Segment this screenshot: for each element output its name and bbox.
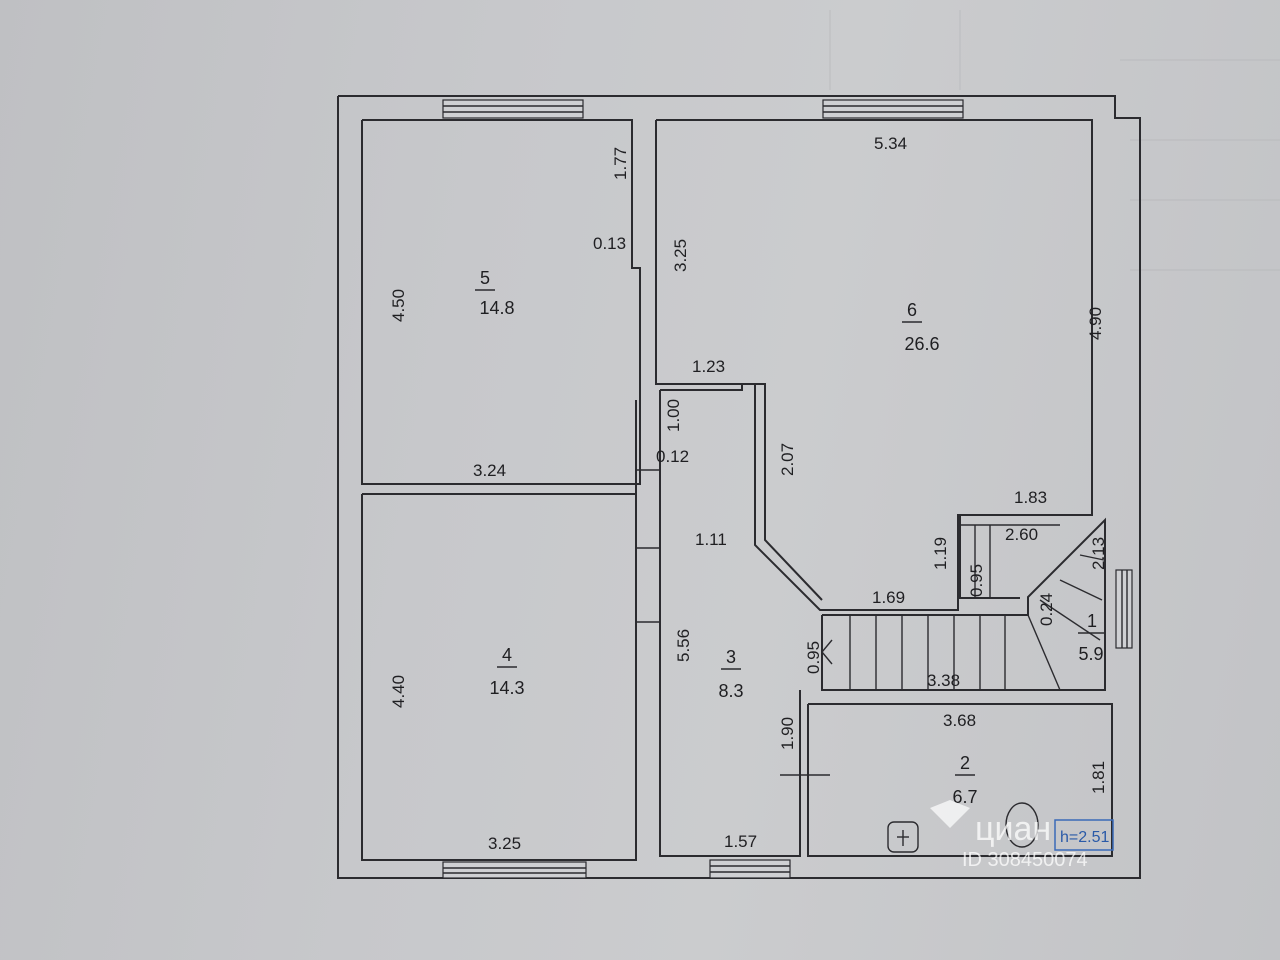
ceiling-height: h=2.51 (1060, 829, 1109, 846)
room-5-area: 14.8 (479, 298, 514, 318)
room-4-area: 14.3 (489, 678, 524, 698)
room-1-number: 1 (1087, 611, 1097, 631)
dim-hall-bottom: 1.57 (724, 832, 757, 851)
dim-r6-step: 1.23 (692, 357, 725, 376)
room-2-number: 2 (960, 753, 970, 773)
dim-r4-height: 4.40 (389, 675, 408, 708)
room-6-number: 6 (907, 300, 917, 320)
dim-r5-top-right: 1.77 (611, 147, 630, 180)
ceiling-height-box: h=2.51 (1054, 819, 1114, 851)
dim-stair-right: 2.13 (1089, 537, 1108, 570)
inner-walls (361, 119, 1113, 861)
dim-r6-left: 3.25 (671, 239, 690, 272)
room-1-area: 5.9 (1078, 644, 1103, 664)
room-5-number: 5 (480, 268, 490, 288)
room-2-area: 6.7 (952, 787, 977, 807)
watermark: циан ID 308450074 (930, 800, 1088, 871)
dim-r4-width: 3.25 (488, 834, 521, 853)
background-table-lines (829, 10, 1280, 271)
stair-treads (821, 554, 1105, 691)
dim-stair-top: 1.83 (1014, 488, 1047, 507)
dim-corr-wall: 0.12 (656, 447, 689, 466)
dim-r5-width: 3.24 (473, 461, 506, 480)
dim-stair-left: 1.19 (931, 537, 950, 570)
dim-hall-height: 5.56 (674, 629, 693, 662)
dim-r6-right: 4.90 (1086, 307, 1105, 340)
dimension-labels: 3.24 5.34 1.23 0.13 0.12 1.11 1.83 2.60 … (389, 134, 1108, 853)
dim-stair-tiny: 0.24 (1037, 593, 1056, 626)
outer-walls (337, 95, 1141, 879)
dim-r2-height: 1.81 (1089, 761, 1108, 794)
watermark-id: ID 308450074 (962, 849, 1088, 871)
dim-corr-width: 1.11 (695, 530, 727, 549)
dim-corr-top: 1.00 (664, 399, 683, 432)
room-3-number: 3 (726, 647, 736, 667)
windows (442, 99, 1133, 879)
dim-r6-width: 5.34 (874, 134, 907, 153)
dim-stair-small: 0.95 (967, 564, 986, 597)
room-6-area: 26.6 (904, 334, 939, 354)
watermark-logo-icon (930, 800, 970, 828)
dim-hall-step: 0.95 (804, 641, 823, 674)
room-3-area: 8.3 (718, 681, 743, 701)
room-labels: 5 14.8 6 26.6 4 14.3 3 8.3 2 6.7 1 5.9 (475, 268, 1104, 807)
dim-r2-width: 3.68 (943, 711, 976, 730)
dim-r5-niche: 0.13 (593, 234, 626, 253)
dim-stair-bottom: 1.69 (872, 588, 905, 607)
dim-r5-height: 4.50 (389, 289, 408, 322)
room-4-number: 4 (502, 645, 512, 665)
dim-hall-door: 1.90 (778, 717, 797, 750)
dim-stair-run: 3.38 (927, 671, 960, 690)
dim-stair-inner: 2.60 (1005, 525, 1038, 544)
dim-corr-diag: 2.07 (778, 443, 797, 476)
watermark-brand: циан (975, 810, 1051, 848)
